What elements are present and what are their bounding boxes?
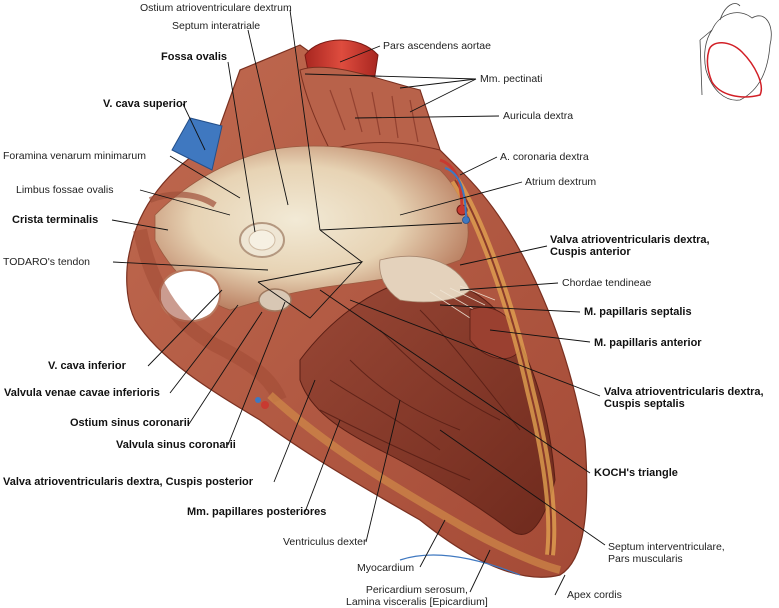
label-todaro-tendon: TODARO's tendon <box>3 256 91 268</box>
sup-vena-cava-shape <box>171 117 223 171</box>
label-m-papillaris-anterior: M. papillaris anterior <box>594 337 702 349</box>
label-pars-ascendens-aortae: Pars ascendens aortae <box>383 40 491 52</box>
label-valva-av-posterior: Valva atrioventricularis dextra, Cuspis … <box>3 476 254 488</box>
label-v-cava-superior: V. cava superior <box>103 98 187 110</box>
label-koch-triangle: KOCH's triangle <box>594 467 678 479</box>
label-auricula-dextra: Auricula dextra <box>503 110 574 122</box>
label-a-coronaria-dextra: A. coronaria dextra <box>500 151 589 163</box>
label-valvula-venae: Valvula venae cavae inferioris <box>4 387 160 399</box>
label-valvula-sinus-coronarii: Valvula sinus coronarii <box>116 439 236 451</box>
label-mm-papillares-posteriores: Mm. papillares posteriores <box>187 506 327 518</box>
label-atrium-dextrum: Atrium dextrum <box>525 176 597 188</box>
label-septum-interventriculare: Septum interventriculare, Pars musculari… <box>608 541 725 565</box>
label-apex-cordis: Apex cordis <box>567 589 622 601</box>
label-valva-av-anterior: Valva atrioventricularis dextra, Cuspis … <box>550 234 710 258</box>
label-crista-terminalis: Crista terminalis <box>12 214 99 226</box>
label-valva-av-septalis: Valva atrioventricularis dextra, Cuspis … <box>604 386 764 410</box>
label-limbus-fossae: Limbus fossae ovalis <box>16 184 114 196</box>
label-mm-pectinati: Mm. pectinati <box>480 73 543 85</box>
label-myocardium: Myocardium <box>357 562 415 574</box>
label-ostium-sinus-coronarii: Ostium sinus coronarii <box>70 417 190 429</box>
label-v-cava-inferior: V. cava inferior <box>48 360 126 372</box>
label-fossa-ovalis: Fossa ovalis <box>161 51 228 63</box>
heart-outline-icon <box>699 3 772 101</box>
label-septum-interatriale: Septum interatriale <box>172 20 261 32</box>
label-pericardium-serosum: Pericardium serosum, Lamina visceralis [… <box>346 584 488 608</box>
label-ostium-av-dextrum: Ostium atrioventriculare dextrum <box>140 2 292 14</box>
label-chordae-tendineae: Chordae tendineae <box>562 277 652 289</box>
auricle-shape <box>299 66 441 151</box>
label-ventriculus-dexter: Ventriculus dexter <box>283 536 367 548</box>
leader-lines <box>111 9 606 596</box>
label-foramina-venarum: Foramina venarum minimarum <box>3 150 146 162</box>
label-m-papillaris-septalis: M. papillaris septalis <box>584 306 692 318</box>
